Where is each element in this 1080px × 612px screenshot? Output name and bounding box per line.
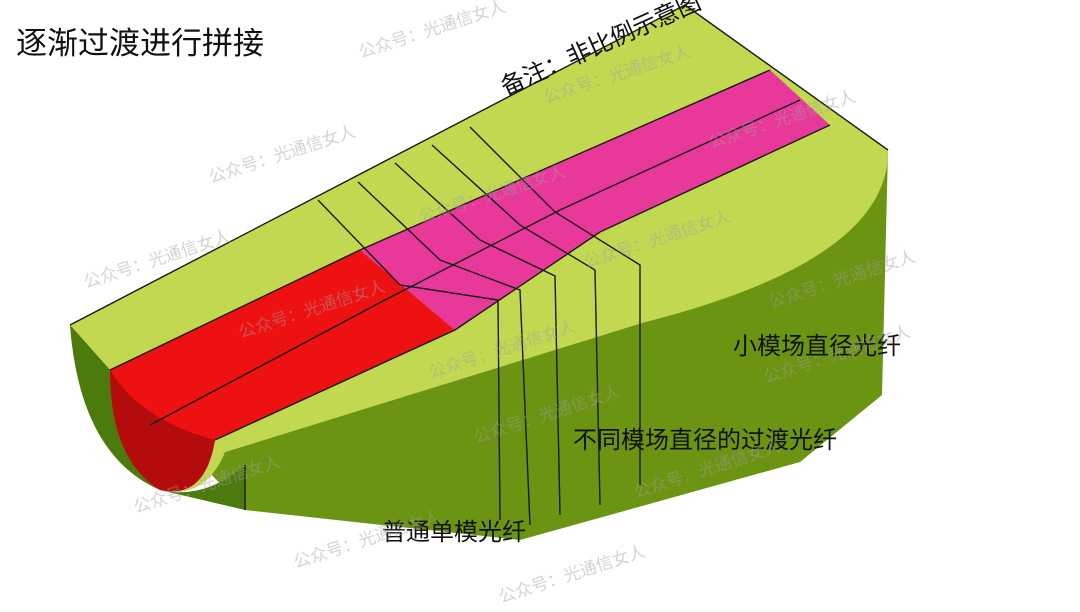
label-small-mfd-fiber: 小模场直径光纤 — [733, 332, 901, 360]
label-ordinary-smf: 普通单模光纤 — [382, 518, 526, 546]
label-transition-fiber: 不同模场直径的过渡光纤 — [573, 426, 837, 454]
cladding-side — [70, 150, 888, 540]
diagram-title: 逐渐过渡进行拼接 — [16, 26, 264, 62]
edge-lines — [69, 4, 889, 526]
core-red — [110, 250, 455, 492]
core-magenta — [360, 70, 830, 330]
core-red-inner — [110, 370, 215, 492]
cladding-end-face — [70, 325, 245, 510]
